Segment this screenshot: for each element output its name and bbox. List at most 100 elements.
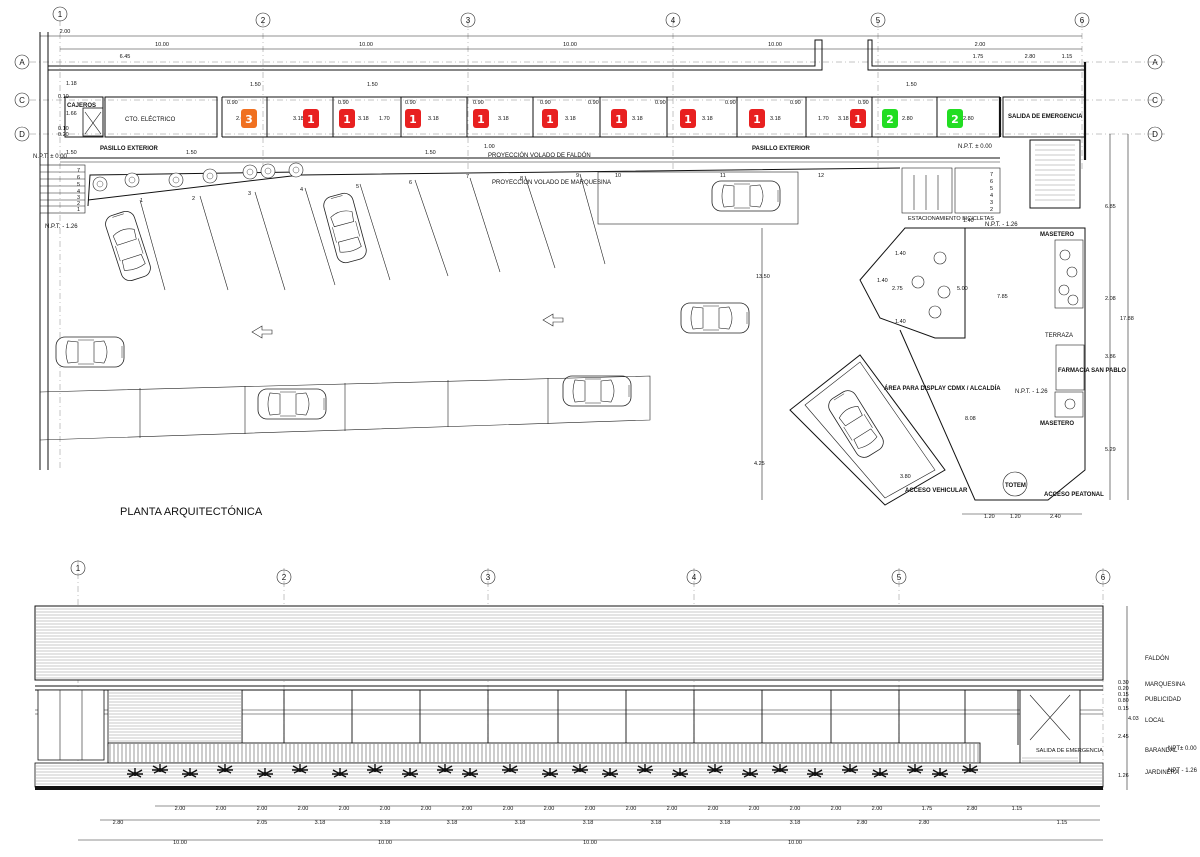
- svg-text:2.00: 2.00: [585, 806, 596, 812]
- svg-text:6.45: 6.45: [120, 54, 131, 60]
- svg-text:0.90: 0.90: [473, 100, 484, 106]
- svg-text:0.20: 0.20: [1118, 686, 1129, 692]
- svg-text:6: 6: [409, 180, 412, 186]
- axis-bubble-2: 2: [255, 12, 271, 28]
- svg-text:6: 6: [990, 179, 993, 185]
- svg-text:0.10: 0.10: [58, 126, 69, 132]
- svg-text:1.70: 1.70: [818, 116, 829, 122]
- svg-text:N.P.T. ± 0.00: N.P.T. ± 0.00: [958, 144, 993, 150]
- badge-6: 1: [542, 109, 558, 128]
- svg-text:2.45: 2.45: [1118, 734, 1129, 740]
- svg-text:4: 4: [692, 573, 697, 582]
- badge-9: 1: [749, 109, 765, 128]
- svg-text:1: 1: [140, 198, 143, 204]
- boundary-walls: [39, 32, 1087, 470]
- barandal-bars: [109, 744, 979, 762]
- svg-text:NPT± 0.00: NPT± 0.00: [1168, 746, 1197, 752]
- cto-electrico-label: CTO. ELÉCTRICO: [125, 116, 176, 123]
- svg-text:1.20: 1.20: [984, 514, 995, 520]
- svg-text:0.80: 0.80: [1118, 698, 1129, 704]
- svg-text:3.18: 3.18: [702, 116, 713, 122]
- svg-text:10.00: 10.00: [768, 42, 782, 48]
- svg-text:1.40: 1.40: [895, 251, 906, 257]
- svg-text:10.00: 10.00: [378, 840, 392, 846]
- svg-text:JARDINERA: JARDINERA: [1145, 770, 1179, 776]
- svg-text:4.25: 4.25: [754, 461, 765, 467]
- svg-text:2: 2: [951, 113, 959, 126]
- svg-text:4: 4: [77, 189, 80, 195]
- axis-bubble-1: 1: [52, 6, 68, 22]
- svg-text:4: 4: [671, 16, 676, 25]
- svg-text:7: 7: [990, 172, 993, 178]
- svg-text:4.03: 4.03: [1128, 716, 1139, 722]
- direction-arrows: [251, 313, 564, 339]
- svg-text:1: 1: [615, 113, 623, 126]
- svg-text:2.00: 2.00: [626, 806, 637, 812]
- svg-text:0.90: 0.90: [338, 100, 349, 106]
- grid-axes: [30, 20, 1165, 470]
- svg-text:10.00: 10.00: [563, 42, 577, 48]
- svg-text:3.18: 3.18: [380, 820, 391, 826]
- svg-text:1.75: 1.75: [922, 806, 933, 812]
- svg-text:N.P.T. - 1.26: N.P.T. - 1.26: [985, 222, 1018, 228]
- badge-3: 1: [339, 109, 355, 128]
- svg-text:A: A: [1152, 58, 1158, 67]
- svg-text:1: 1: [343, 113, 351, 126]
- svg-text:0.90: 0.90: [655, 100, 666, 106]
- svg-text:LOCAL: LOCAL: [1145, 718, 1165, 724]
- svg-text:6: 6: [1080, 16, 1085, 25]
- svg-text:1: 1: [854, 113, 862, 126]
- top-dimensions: 2.00 10.00 10.00 10.00 10.00 2.00 6.45 1…: [40, 29, 1082, 60]
- svg-text:10.00: 10.00: [359, 42, 373, 48]
- svg-text:3.18: 3.18: [720, 820, 731, 826]
- faldon-hatch: [36, 608, 1102, 679]
- svg-text:2.00: 2.00: [462, 806, 473, 812]
- svg-text:0.90: 0.90: [588, 100, 599, 106]
- svg-text:5: 5: [897, 573, 902, 582]
- right-block: ESTACIONAMIENTO BICICLETAS 7 6 5 4 3 2 1…: [789, 134, 1134, 520]
- floor-plan: 1 2 3 4 5 6 A A C C D D 2.00 10.00 10.00…: [14, 6, 1165, 520]
- svg-text:10.00: 10.00: [173, 840, 187, 846]
- svg-text:2.00: 2.00: [257, 806, 268, 812]
- svg-text:N.P.T. - 1.26: N.P.T. - 1.26: [1015, 389, 1048, 395]
- svg-text:3.18: 3.18: [565, 116, 576, 122]
- svg-text:ÁREA PARA DISPLAY CDMX / ALCAL: ÁREA PARA DISPLAY CDMX / ALCALDÍA: [884, 384, 1001, 392]
- cajeros-label: CAJEROS: [67, 103, 96, 109]
- svg-text:3.18: 3.18: [790, 820, 801, 826]
- svg-text:SALIDA DE EMERGENCIA: SALIDA DE EMERGENCIA: [1036, 748, 1103, 754]
- storefront-columns: [241, 690, 1019, 745]
- svg-text:MARQUESINA: MARQUESINA: [1145, 682, 1185, 688]
- svg-text:2.80: 2.80: [857, 820, 868, 826]
- svg-text:NPT - 1.26: NPT - 1.26: [1168, 768, 1198, 774]
- svg-text:ACCESO VEHICULAR: ACCESO VEHICULAR: [905, 488, 968, 494]
- svg-text:2.80: 2.80: [967, 806, 978, 812]
- svg-text:2.80: 2.80: [1025, 54, 1036, 60]
- svg-text:A: A: [19, 58, 25, 67]
- svg-text:1.50: 1.50: [186, 150, 197, 156]
- svg-text:1: 1: [477, 113, 485, 126]
- proyeccion-falson-label: PROYECCIÓN VOLADO DE FALDÓN: [488, 152, 591, 159]
- shop-partitions: [221, 97, 1002, 137]
- badge-2: 1: [303, 109, 319, 128]
- stairs-left: 7 6 5 4 3 2 1: [39, 164, 86, 214]
- svg-text:4: 4: [300, 187, 303, 193]
- shop-row: CAJEROS 1.18 0.10 1.66 0.10 0.20 CTO. EL…: [58, 81, 1086, 138]
- svg-text:2.00: 2.00: [667, 806, 678, 812]
- svg-text:ESTACIONAMIENTO BICICLETAS: ESTACIONAMIENTO BICICLETAS: [908, 216, 994, 222]
- svg-text:C: C: [1152, 96, 1158, 105]
- svg-text:3.18: 3.18: [770, 116, 781, 122]
- svg-text:1.40: 1.40: [895, 319, 906, 325]
- svg-text:1.75: 1.75: [973, 54, 984, 60]
- svg-text:13.50: 13.50: [756, 274, 770, 280]
- svg-text:1.70: 1.70: [379, 116, 390, 122]
- svg-text:9: 9: [576, 173, 579, 179]
- svg-text:0.90: 0.90: [227, 100, 238, 106]
- svg-text:2: 2: [886, 113, 894, 126]
- svg-text:2.40: 2.40: [1050, 514, 1061, 520]
- svg-text:2.00: 2.00: [975, 42, 986, 48]
- axis-number-bubbles: 1 2 3 4 5 6: [52, 6, 1090, 28]
- svg-text:3: 3: [77, 195, 80, 201]
- svg-text:2.00: 2.00: [216, 806, 227, 812]
